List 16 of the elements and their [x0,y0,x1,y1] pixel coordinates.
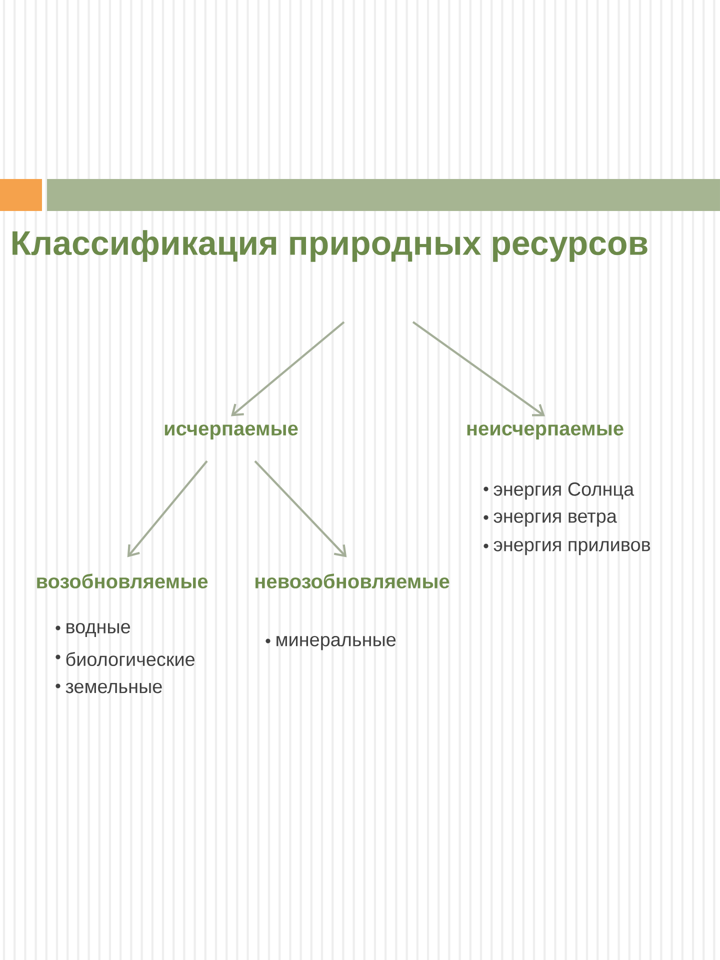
arrow [231,321,345,416]
list-item: энергия приливов [494,540,650,556]
list-item: энергия Солнца [494,482,634,500]
category-label: исчерпаемые [164,424,298,440]
arrow [412,321,545,416]
list-item: земельные [66,682,162,694]
arrow [254,460,347,558]
list-item: минеральные [276,636,396,650]
list-item: энергия ветра [494,512,617,527]
arrow [127,460,208,558]
category-label: неисчерпаемые [467,424,624,440]
list-item: водные [66,623,130,637]
slide-title: Классификация природных ресурсов [12,230,648,262]
category-label: невозобновляемые [256,574,450,588]
list-item: биологические [66,652,194,666]
category-label: возобновляемые [37,574,208,588]
